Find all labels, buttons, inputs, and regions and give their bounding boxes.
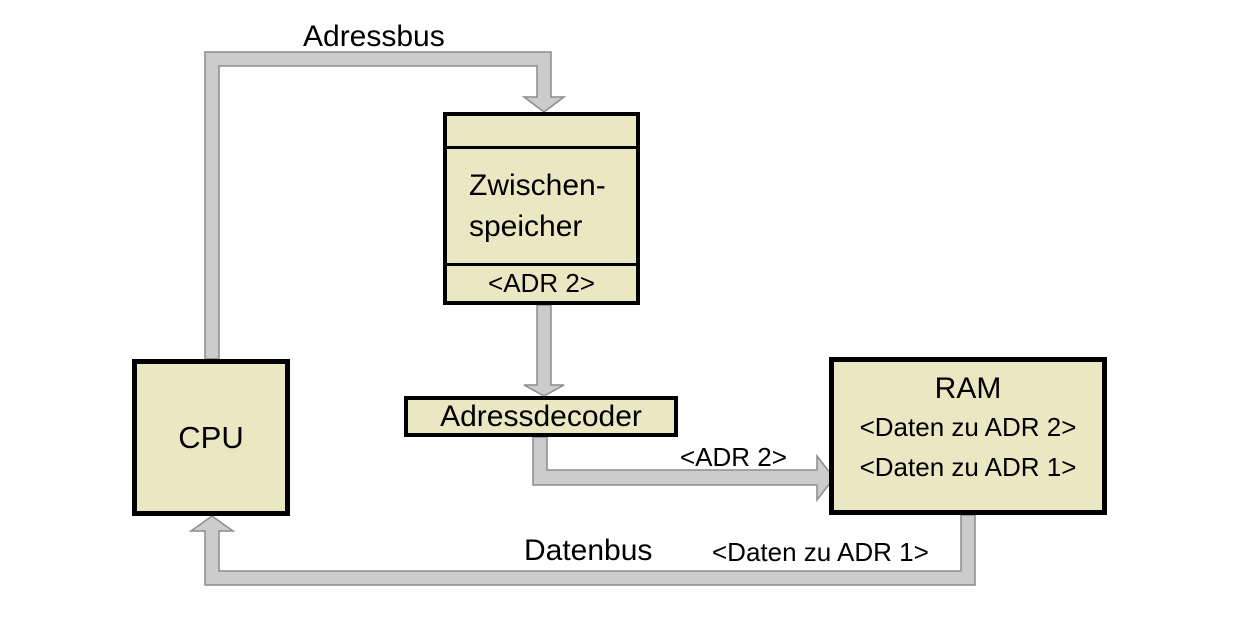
ram-box: RAM <Daten zu ADR 2> <Daten zu ADR 1>: [829, 357, 1107, 515]
zwischenspeicher-box: Zwischen- speicher <ADR 2>: [443, 112, 640, 305]
zwischenspeicher-label-line2: speicher: [469, 210, 583, 243]
ram-entry-adr2: <Daten zu ADR 2>: [859, 412, 1077, 442]
adr2-bus-label: <ADR 2>: [680, 442, 787, 472]
ram-entry-adr1: <Daten zu ADR 1>: [859, 452, 1077, 482]
zwischenspeicher-register-value: <ADR 2>: [488, 268, 595, 298]
decoder-to-ram-arrow: [532, 436, 835, 503]
adressbus-arrow: [204, 51, 567, 360]
zwischenspeicher-label-line1: Zwischen-: [469, 169, 606, 202]
adressdecoder-label: Adressdecoder: [440, 399, 642, 433]
buffer-to-decoder-arrow: [523, 304, 565, 397]
zwischenspeicher-label: Zwischen- speicher: [447, 149, 636, 263]
zwischenspeicher-empty-slot: [447, 116, 636, 149]
datenbus-arrow: [188, 514, 976, 586]
adressdecoder-box: Adressdecoder: [404, 396, 678, 437]
adressbus-label: Adressbus: [303, 20, 445, 53]
daten-zu-adr1-bus-label: <Daten zu ADR 1>: [712, 537, 929, 567]
datenbus-label: Datenbus: [524, 534, 653, 567]
cpu-box: CPU: [132, 359, 290, 516]
ram-title: RAM: [934, 372, 1002, 405]
cpu-label: CPU: [178, 419, 244, 455]
zwischenspeicher-register-slot: <ADR 2>: [447, 263, 636, 301]
